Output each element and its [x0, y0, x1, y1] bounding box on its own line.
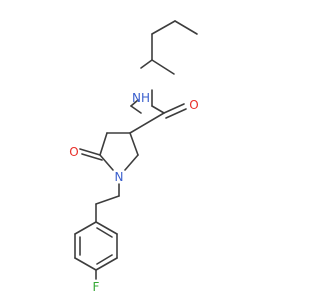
- bond-c4-methyl: [151, 59, 175, 75]
- atom-label-n-ring: N: [115, 170, 124, 184]
- bond-ar-4: [74, 257, 97, 271]
- bond-c1-c2: [174, 20, 198, 35]
- atom-labels: O NH N O F: [69, 91, 198, 294]
- atom-label-o-lactam: O: [69, 145, 78, 159]
- bond-ch2-ch2: [95, 195, 120, 205]
- bond-lactam-co-1: [79, 148, 101, 156]
- bond-nh-carbonylc: [130, 99, 139, 107]
- bond-ar-6: [74, 221, 97, 235]
- bond-ring-c3-c2: [129, 132, 139, 156]
- bond-ring-c2-n: [124, 154, 139, 171]
- bond-ring-c4-c5: [99, 132, 108, 156]
- atom-label-fluorine: F: [93, 280, 100, 294]
- bond-ar-inner-1: [96, 227, 113, 238]
- bond-lactam-co-2: [81, 153, 103, 161]
- bond-c4-nh: [140, 59, 153, 69]
- bond-amide-c-ring: [129, 112, 165, 134]
- atom-label-o-amide: O: [189, 98, 198, 112]
- bond-ar-1: [95, 221, 118, 235]
- bond-ar-3: [95, 257, 118, 271]
- atom-label-nh-amide: NH: [132, 91, 150, 105]
- bond-amide-co-2: [165, 108, 187, 119]
- bond-ring-c5-n: [99, 154, 114, 171]
- bond-c2-c3: [151, 20, 176, 35]
- bonds: [74, 20, 198, 280]
- bond-amide-co-1: [163, 103, 185, 114]
- bond-nh-down: [151, 105, 165, 114]
- bond-ar-inner-2: [96, 254, 113, 265]
- molecule-structure: O NH N O F: [69, 20, 199, 294]
- bond-nh-carbonyl: [130, 105, 142, 114]
